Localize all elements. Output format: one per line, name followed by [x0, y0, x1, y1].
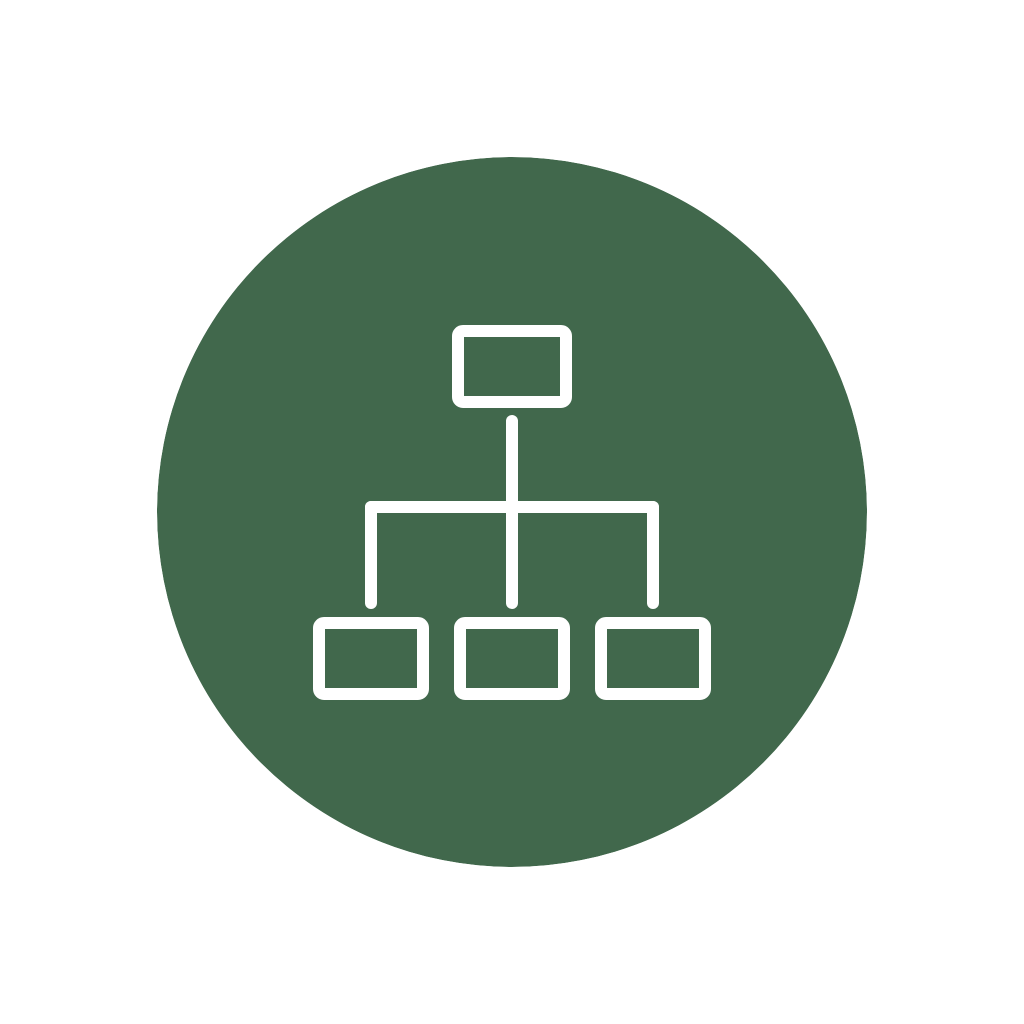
child-node-box-left	[313, 617, 429, 700]
org-chart-badge	[157, 157, 867, 867]
child-node-box-center	[454, 617, 570, 700]
org-chart-icon	[157, 157, 867, 867]
child-node-box-right	[595, 617, 711, 700]
hierarchy-diagram	[313, 325, 711, 700]
root-node-box	[452, 325, 572, 408]
